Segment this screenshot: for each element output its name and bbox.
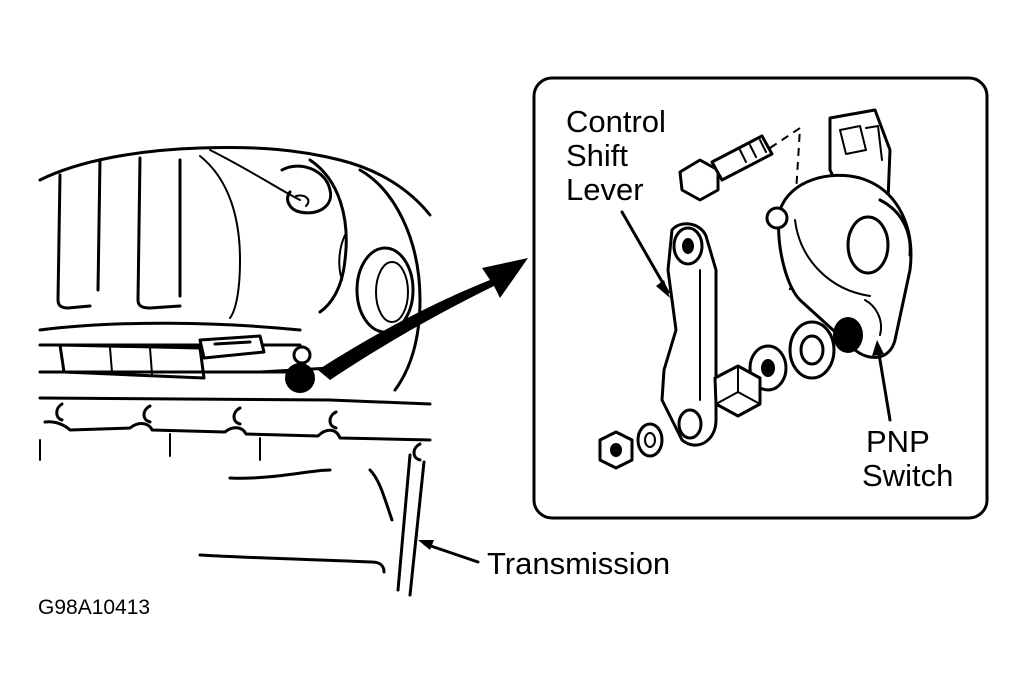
label-switch: Switch [862,458,953,493]
label-control-shift-lever: Control Shift Lever [566,104,675,207]
label-control: Control [566,104,666,139]
transmission-overview [38,146,432,597]
leader-lever-head [656,280,670,298]
label-pnp-switch: PNP Switch [862,424,953,493]
leader-switch [876,346,892,422]
detail-parts [598,108,913,470]
label-lever: Lever [566,172,644,207]
leader-switch-head [872,340,884,356]
label-pnp: PNP [866,424,929,459]
figure-code: G98A10413 [38,596,150,619]
control-shift-lever [660,222,718,447]
pnp-switch-body [765,108,913,359]
label-transmission: Transmission [487,546,670,581]
bolt [678,134,774,202]
label-shift: Shift [566,138,628,173]
leader-lever [620,210,670,294]
leader-transmission-head [418,540,434,550]
leader-transmission [423,542,480,564]
arrow-icon [318,258,528,380]
hardware [598,320,836,470]
